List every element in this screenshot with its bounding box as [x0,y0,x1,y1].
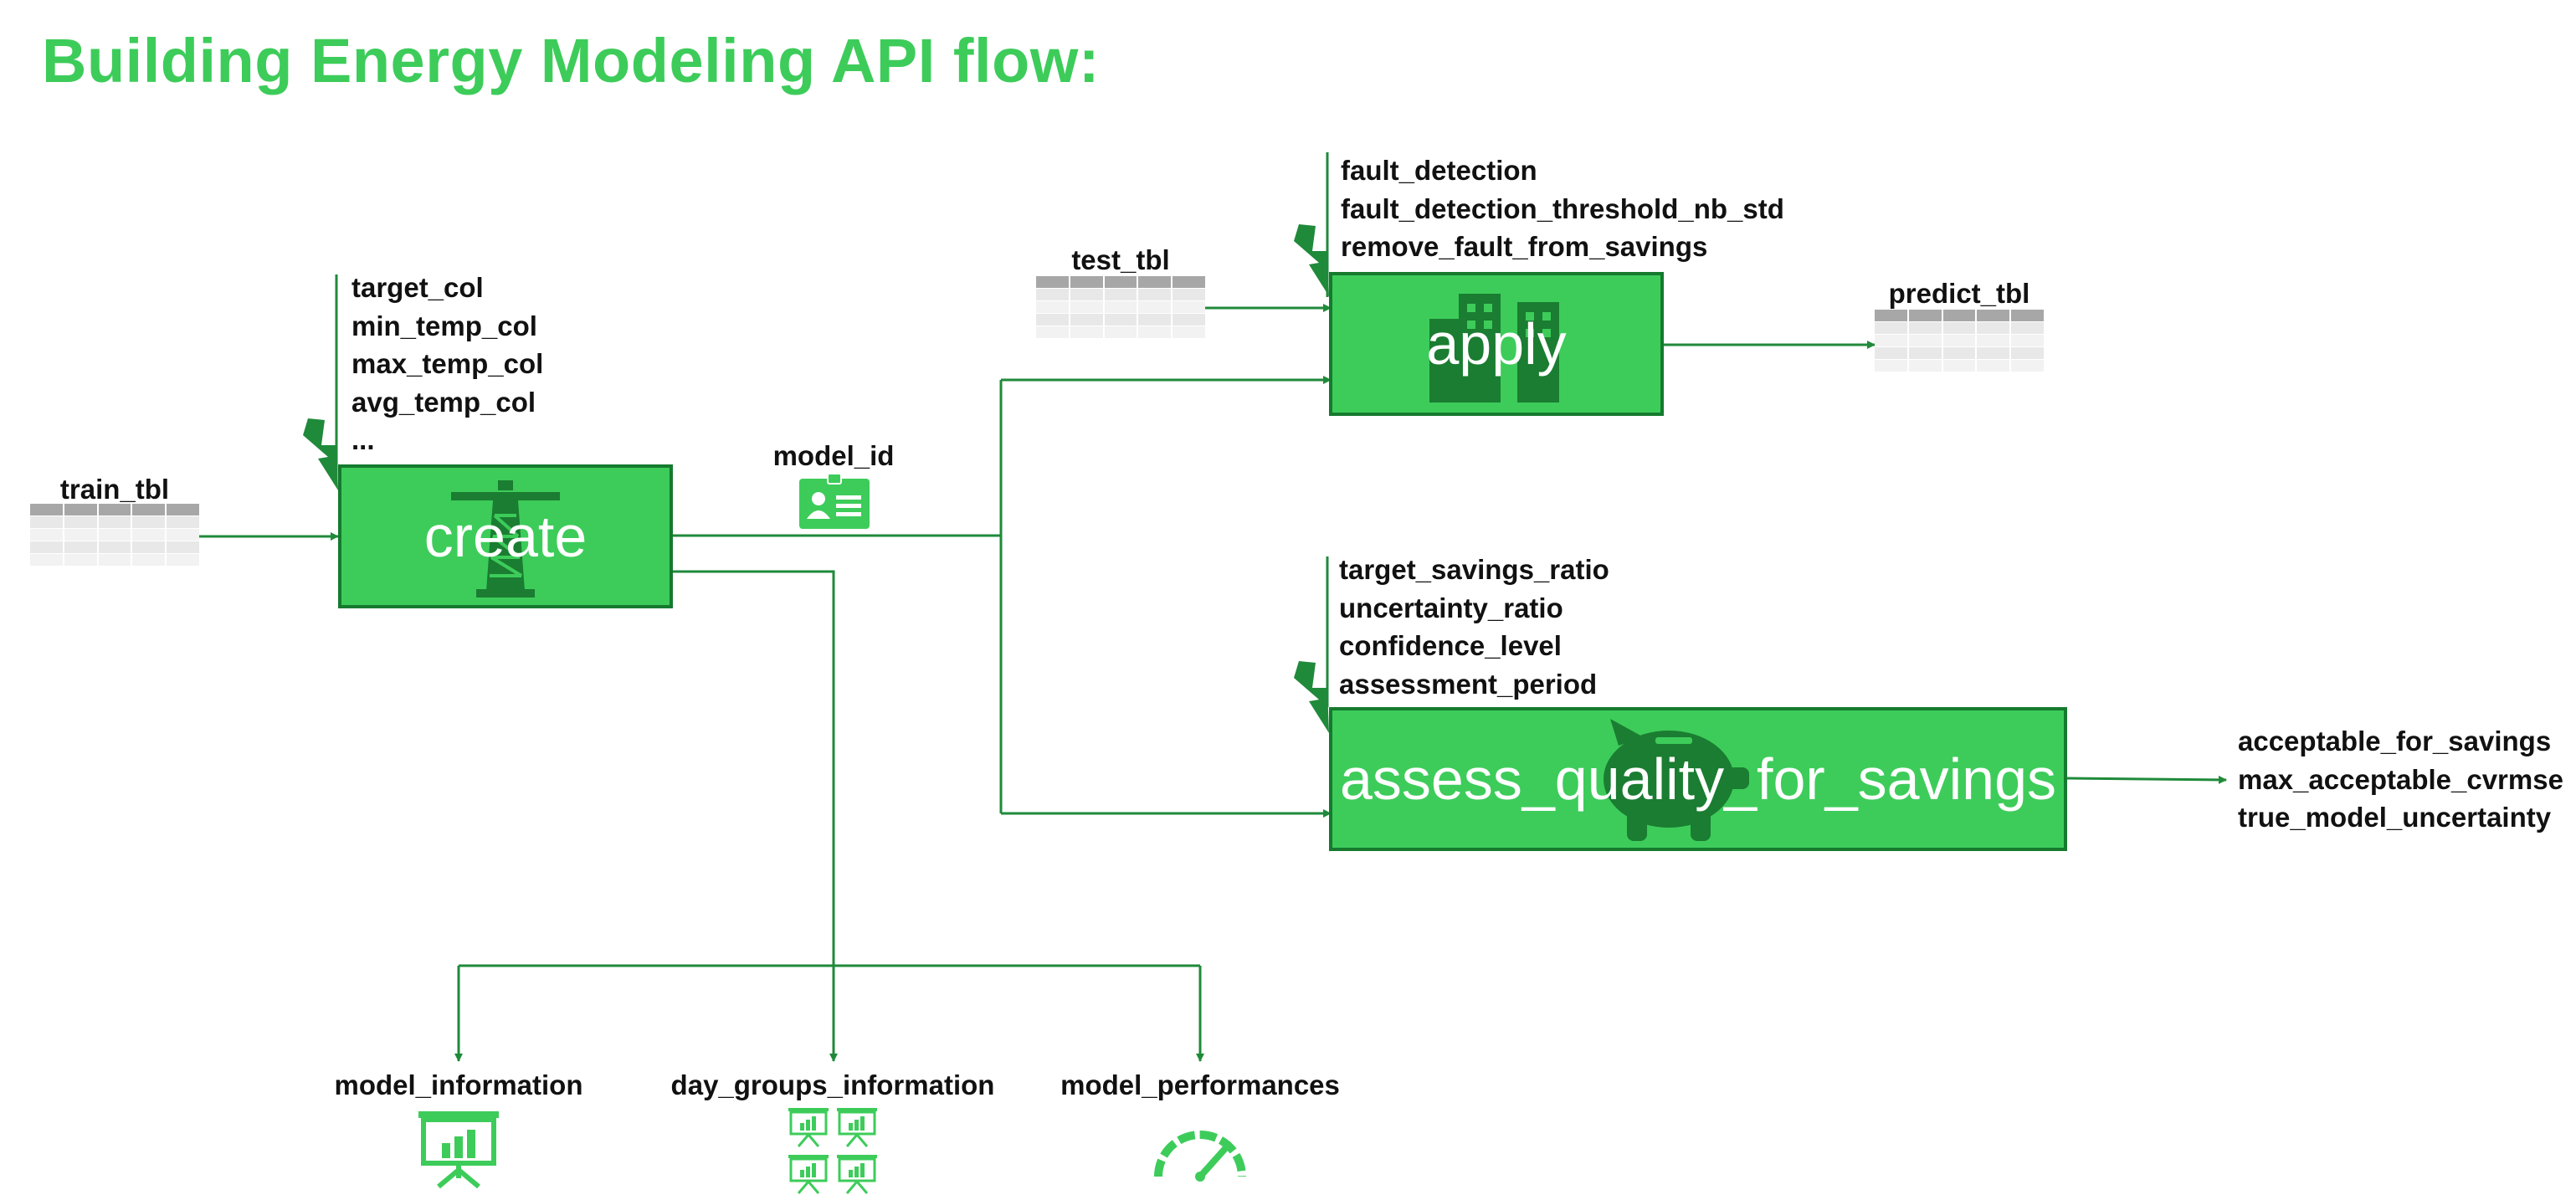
param-more: ... [352,424,375,455]
param-fault-detection-threshold: fault_detection_threshold_nb_std [1341,192,1784,224]
assess-lightning-icon [1294,661,1329,733]
create-params: target_col min_temp_col max_temp_col avg… [352,269,543,459]
param-uncertainty-ratio: uncertainty_ratio [1339,592,1563,623]
param-max-temp-col: max_temp_col [352,348,544,379]
edge-assess-to-outputs [2066,775,2227,784]
assess-outputs: acceptable_for_savings max_acceptable_cv… [2238,722,2563,837]
apply-label: apply [1426,311,1567,377]
param-avg-temp-col: avg_temp_col [352,386,536,418]
param-confidence-level: confidence_level [1339,630,1562,661]
apply-params: fault_detection fault_detection_threshol… [1341,151,1784,266]
create-lightning-icon [303,418,338,490]
apply-box: apply [1329,272,1664,416]
train-table-label: train_tbl [59,474,170,505]
param-target-savings-ratio: target_savings_ratio [1339,554,1609,585]
model-id-label: model_id [772,440,895,471]
create-label: create [423,504,588,569]
model-information-label: model_information [334,1069,583,1100]
predict-table-label: predict_tbl [1888,278,2030,309]
create-box: create [338,464,673,608]
param-assessment-period: assessment_period [1339,668,1598,700]
assess-box: assess_quality_for_savings [1329,707,2067,851]
test-table-icon [1036,276,1205,338]
param-remove-fault: remove_fault_from_savings [1341,231,1708,262]
speedometer-icon [1154,1131,1246,1182]
page-title: Building Energy Modeling API flow: [42,26,1100,95]
buildings-icon [1429,294,1559,403]
crane-tower-icon [451,480,560,597]
param-min-temp-col: min_temp_col [352,310,537,341]
assess-label: assess_quality_for_savings [1339,746,2057,812]
presentation-grid-icon [788,1108,879,1195]
model-performances-label: model_performances [1060,1069,1340,1100]
train-table-icon [30,504,199,566]
output-acceptable-for-savings: acceptable_for_savings [2238,726,2552,756]
param-target-col: target_col [352,272,484,303]
presentation-chart-icon [418,1111,499,1188]
id-card-icon [799,474,870,529]
predict-table-icon [1875,310,2044,372]
param-fault-detection: fault_detection [1341,155,1537,186]
edge-create-to-outputs [673,570,838,1062]
test-table-label: test_tbl [1071,244,1170,275]
output-true-model-uncertainty: true_model_uncertainty [2238,802,2552,833]
output-max-acceptable-cvrmse: max_acceptable_cvrmse [2238,763,2563,795]
assess-params: target_savings_ratio uncertainty_ratio c… [1339,551,1609,703]
piggy-bank-icon [1604,719,1750,841]
apply-lightning-icon [1294,224,1329,296]
day-groups-information-label: day_groups_information [670,1069,995,1100]
